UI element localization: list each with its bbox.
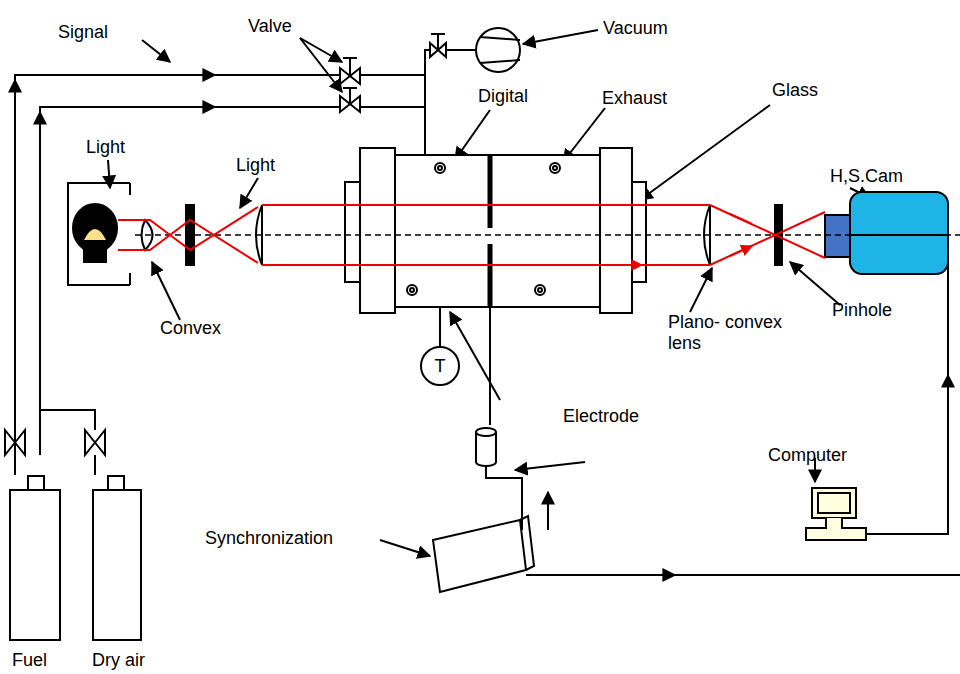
part-label: Dry air <box>92 650 145 671</box>
gauge-label: T <box>435 356 446 377</box>
part-label: Computer <box>768 445 847 466</box>
part-label: Convex <box>160 318 221 339</box>
part-label: Light <box>86 137 125 158</box>
part-label: Light <box>236 155 275 176</box>
part-label: H,S.Cam <box>830 166 903 187</box>
part-label: Fuel <box>12 650 47 671</box>
part-label: Exhaust <box>602 88 667 109</box>
part-label: Digital <box>478 86 528 107</box>
part-label: Vacuum <box>603 18 668 39</box>
part-label: Synchronization <box>205 528 333 549</box>
part-label: Plano- convex lens <box>668 312 783 353</box>
part-label: Valve <box>248 16 292 37</box>
part-label: Signal <box>58 22 108 43</box>
part-label: Pinhole <box>832 300 892 321</box>
part-label: Glass <box>772 80 818 101</box>
gauge-circle: T <box>420 346 460 386</box>
part-label: Electrode <box>563 406 639 427</box>
